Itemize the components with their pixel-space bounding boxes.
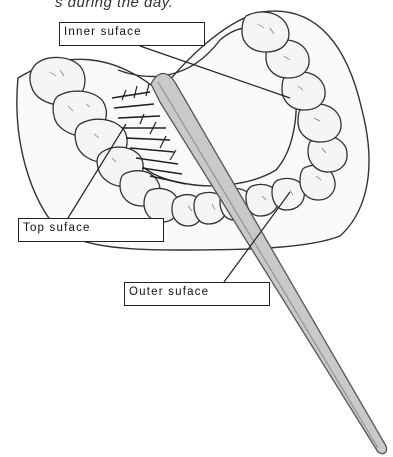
- tooth: [242, 12, 289, 52]
- label-top-surface: Top suface: [18, 218, 164, 242]
- label-outer-surface: Outer suface: [124, 282, 270, 306]
- label-inner-surface: Inner suface: [59, 22, 205, 46]
